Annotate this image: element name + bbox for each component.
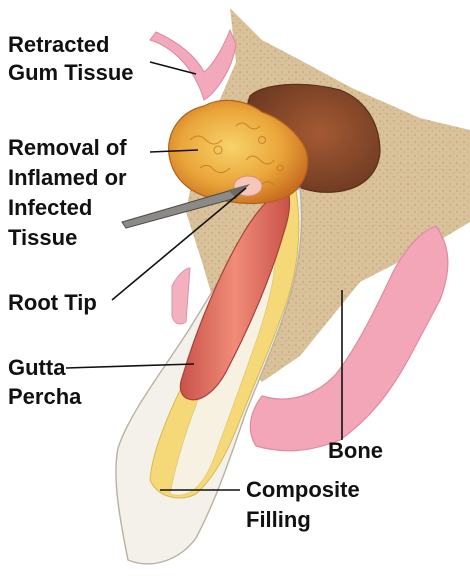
label-composite-line2: Filling [246,507,311,532]
gum-fragment-left [172,268,190,324]
label-removal-line1: Removal of [8,135,127,160]
label-root-tip: Root Tip [8,290,97,315]
label-removal-line2: Inflamed or [8,165,127,190]
label-retracted-gum-line2: Gum Tissue [8,60,134,85]
label-gutta-line1: Gutta [8,355,66,380]
label-retracted-gum-line1: Retracted [8,32,109,57]
label-composite-line1: Composite [246,477,360,502]
label-removal-line4: Tissue [8,225,77,250]
label-removal-line3: Infected [8,195,92,220]
label-bone: Bone [328,438,383,463]
label-gutta-line2: Percha [8,384,82,409]
